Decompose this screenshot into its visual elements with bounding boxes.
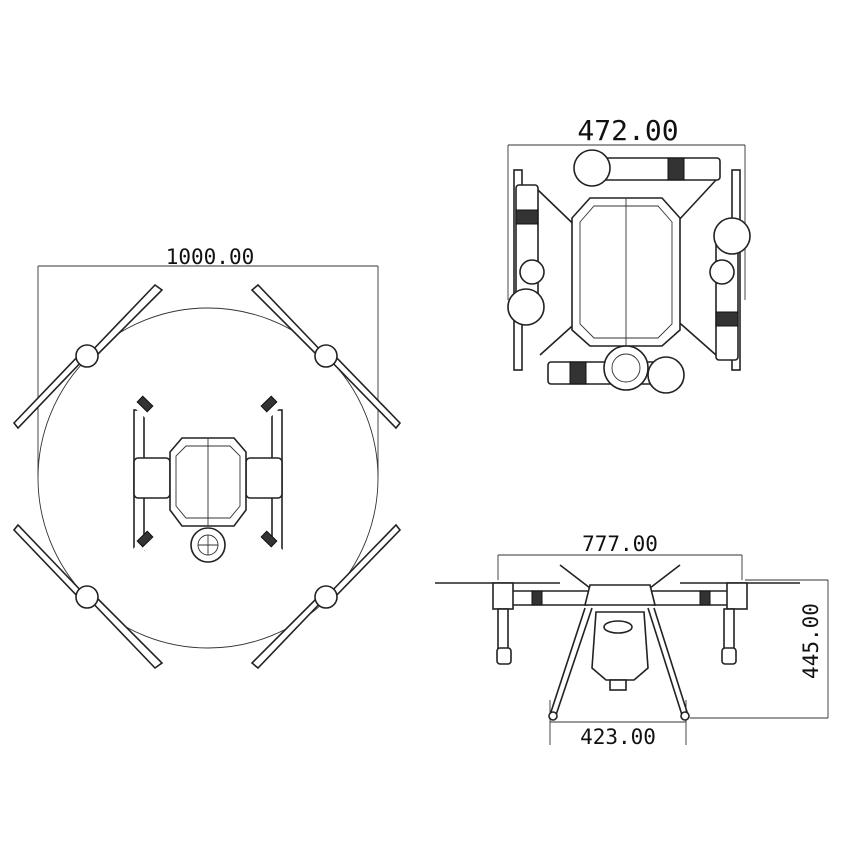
motor-icon	[519, 259, 545, 285]
motor-icon	[647, 356, 685, 394]
motor-icon	[507, 288, 545, 326]
folded-tank	[603, 345, 649, 391]
side-fuselage	[583, 584, 657, 606]
motor-icon	[314, 585, 338, 609]
propellers	[12, 283, 402, 670]
folded-arm-right	[715, 239, 739, 361]
motor-icon	[492, 582, 514, 610]
folded-arm-left	[515, 184, 539, 306]
motor-mount-left	[133, 457, 171, 499]
arms	[83, 352, 330, 601]
motor-icon	[709, 259, 735, 285]
folded-width-label: 472.00	[577, 114, 678, 147]
motor-icon	[713, 217, 751, 255]
leg-span-label: 423.00	[580, 725, 656, 749]
height-label: 445.00	[799, 603, 823, 679]
span-dimension-label: 1000.00	[166, 245, 255, 269]
span-dimension: 1000.00	[37, 245, 379, 478]
top-view-unfolded: 1000.00	[12, 245, 402, 670]
height-dimension: 445.00	[690, 579, 829, 719]
motor-icon	[75, 585, 99, 609]
propeller-front-right	[250, 283, 402, 430]
motor-icon	[314, 344, 338, 368]
side-view: 777.00 445.00 423.00	[435, 532, 829, 749]
side-width-dimension: 777.00	[497, 532, 743, 580]
propeller-rear-left	[12, 523, 164, 670]
motor-icon	[726, 582, 748, 610]
motor-icon	[75, 344, 99, 368]
propeller-front-left	[12, 283, 164, 430]
folded-arm-top	[594, 157, 721, 181]
folded-width-dimension: 472.00	[507, 114, 746, 300]
motor-icon	[573, 149, 611, 187]
side-width-label: 777.00	[582, 532, 658, 556]
propeller-rear-right	[250, 523, 402, 670]
motor-mount-right	[245, 457, 283, 499]
top-view-folded: 472.00	[507, 114, 751, 394]
leg-span-dimension: 423.00	[549, 700, 687, 749]
